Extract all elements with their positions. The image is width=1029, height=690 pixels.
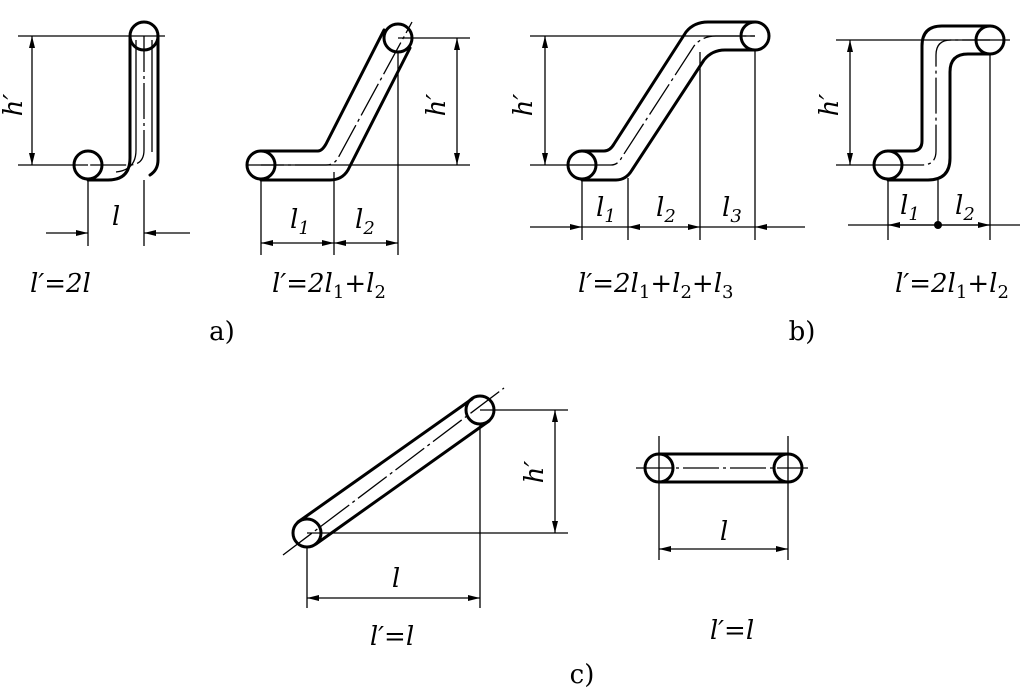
pipe-outer-wall [259, 46, 412, 182]
caption-b: b) [789, 317, 816, 347]
pipe-end-circle [128, 20, 160, 52]
length-label-2: l2 [656, 193, 676, 227]
figure-c2: l l′=l [636, 436, 808, 646]
figure-b1: h′ l1 l2 l3 l′=2l1+l2+l3 [509, 20, 805, 303]
caption-a: a) [209, 317, 235, 347]
figure-b2: h′ l1 l2 l′=2l1+l2 [815, 24, 1020, 303]
formula-a2: l′=2l1+l2 [272, 269, 386, 303]
height-label: h′ [422, 94, 452, 117]
pipe-end-circle [566, 149, 598, 181]
length-label-1: l1 [900, 191, 920, 225]
pipe-centerline [282, 387, 505, 556]
length-label-2: l2 [955, 191, 975, 225]
formula-a1: l′=2l [30, 269, 91, 299]
length-label-1: l1 [596, 193, 616, 227]
figure-c1: h′ l l′=l [282, 387, 568, 652]
pipe-outer-wall [86, 34, 132, 182]
pipe-outer-wall [886, 52, 992, 182]
length-label-2: l2 [355, 205, 375, 239]
pipe-outer-wall [580, 48, 757, 182]
formula-c1: l′=l [370, 622, 414, 652]
pipe-centerline [888, 39, 990, 166]
length-label-1: l1 [290, 205, 310, 239]
height-label: h′ [520, 461, 550, 484]
figure-a1: h′ l l′=2l [0, 20, 190, 299]
pipe-end-circle [245, 149, 277, 181]
pipe-centerline [88, 36, 145, 166]
pipe-centerline [582, 35, 755, 166]
length-label: l [112, 202, 120, 232]
length-label: l [720, 517, 728, 547]
pipe-centerline [248, 21, 413, 166]
formula-c2: l′=l [710, 616, 754, 646]
formula-b2: l′=2l1+l2 [895, 269, 1009, 303]
length-label-3: l3 [722, 193, 742, 227]
figure-a2: h′ l1 l2 l′=2l1+l2 [245, 21, 470, 303]
height-label: h′ [509, 94, 539, 117]
length-label: l [392, 564, 400, 594]
pipe-end-circle [872, 149, 904, 181]
height-label: h′ [0, 94, 29, 117]
pipe-end-circle [72, 149, 104, 181]
height-label: h′ [815, 94, 845, 117]
formula-b1: l′=2l1+l2+l3 [578, 269, 733, 303]
dimension-node-dot [934, 221, 942, 229]
pipe-outer-wall [296, 397, 474, 524]
caption-c: c) [570, 660, 595, 690]
